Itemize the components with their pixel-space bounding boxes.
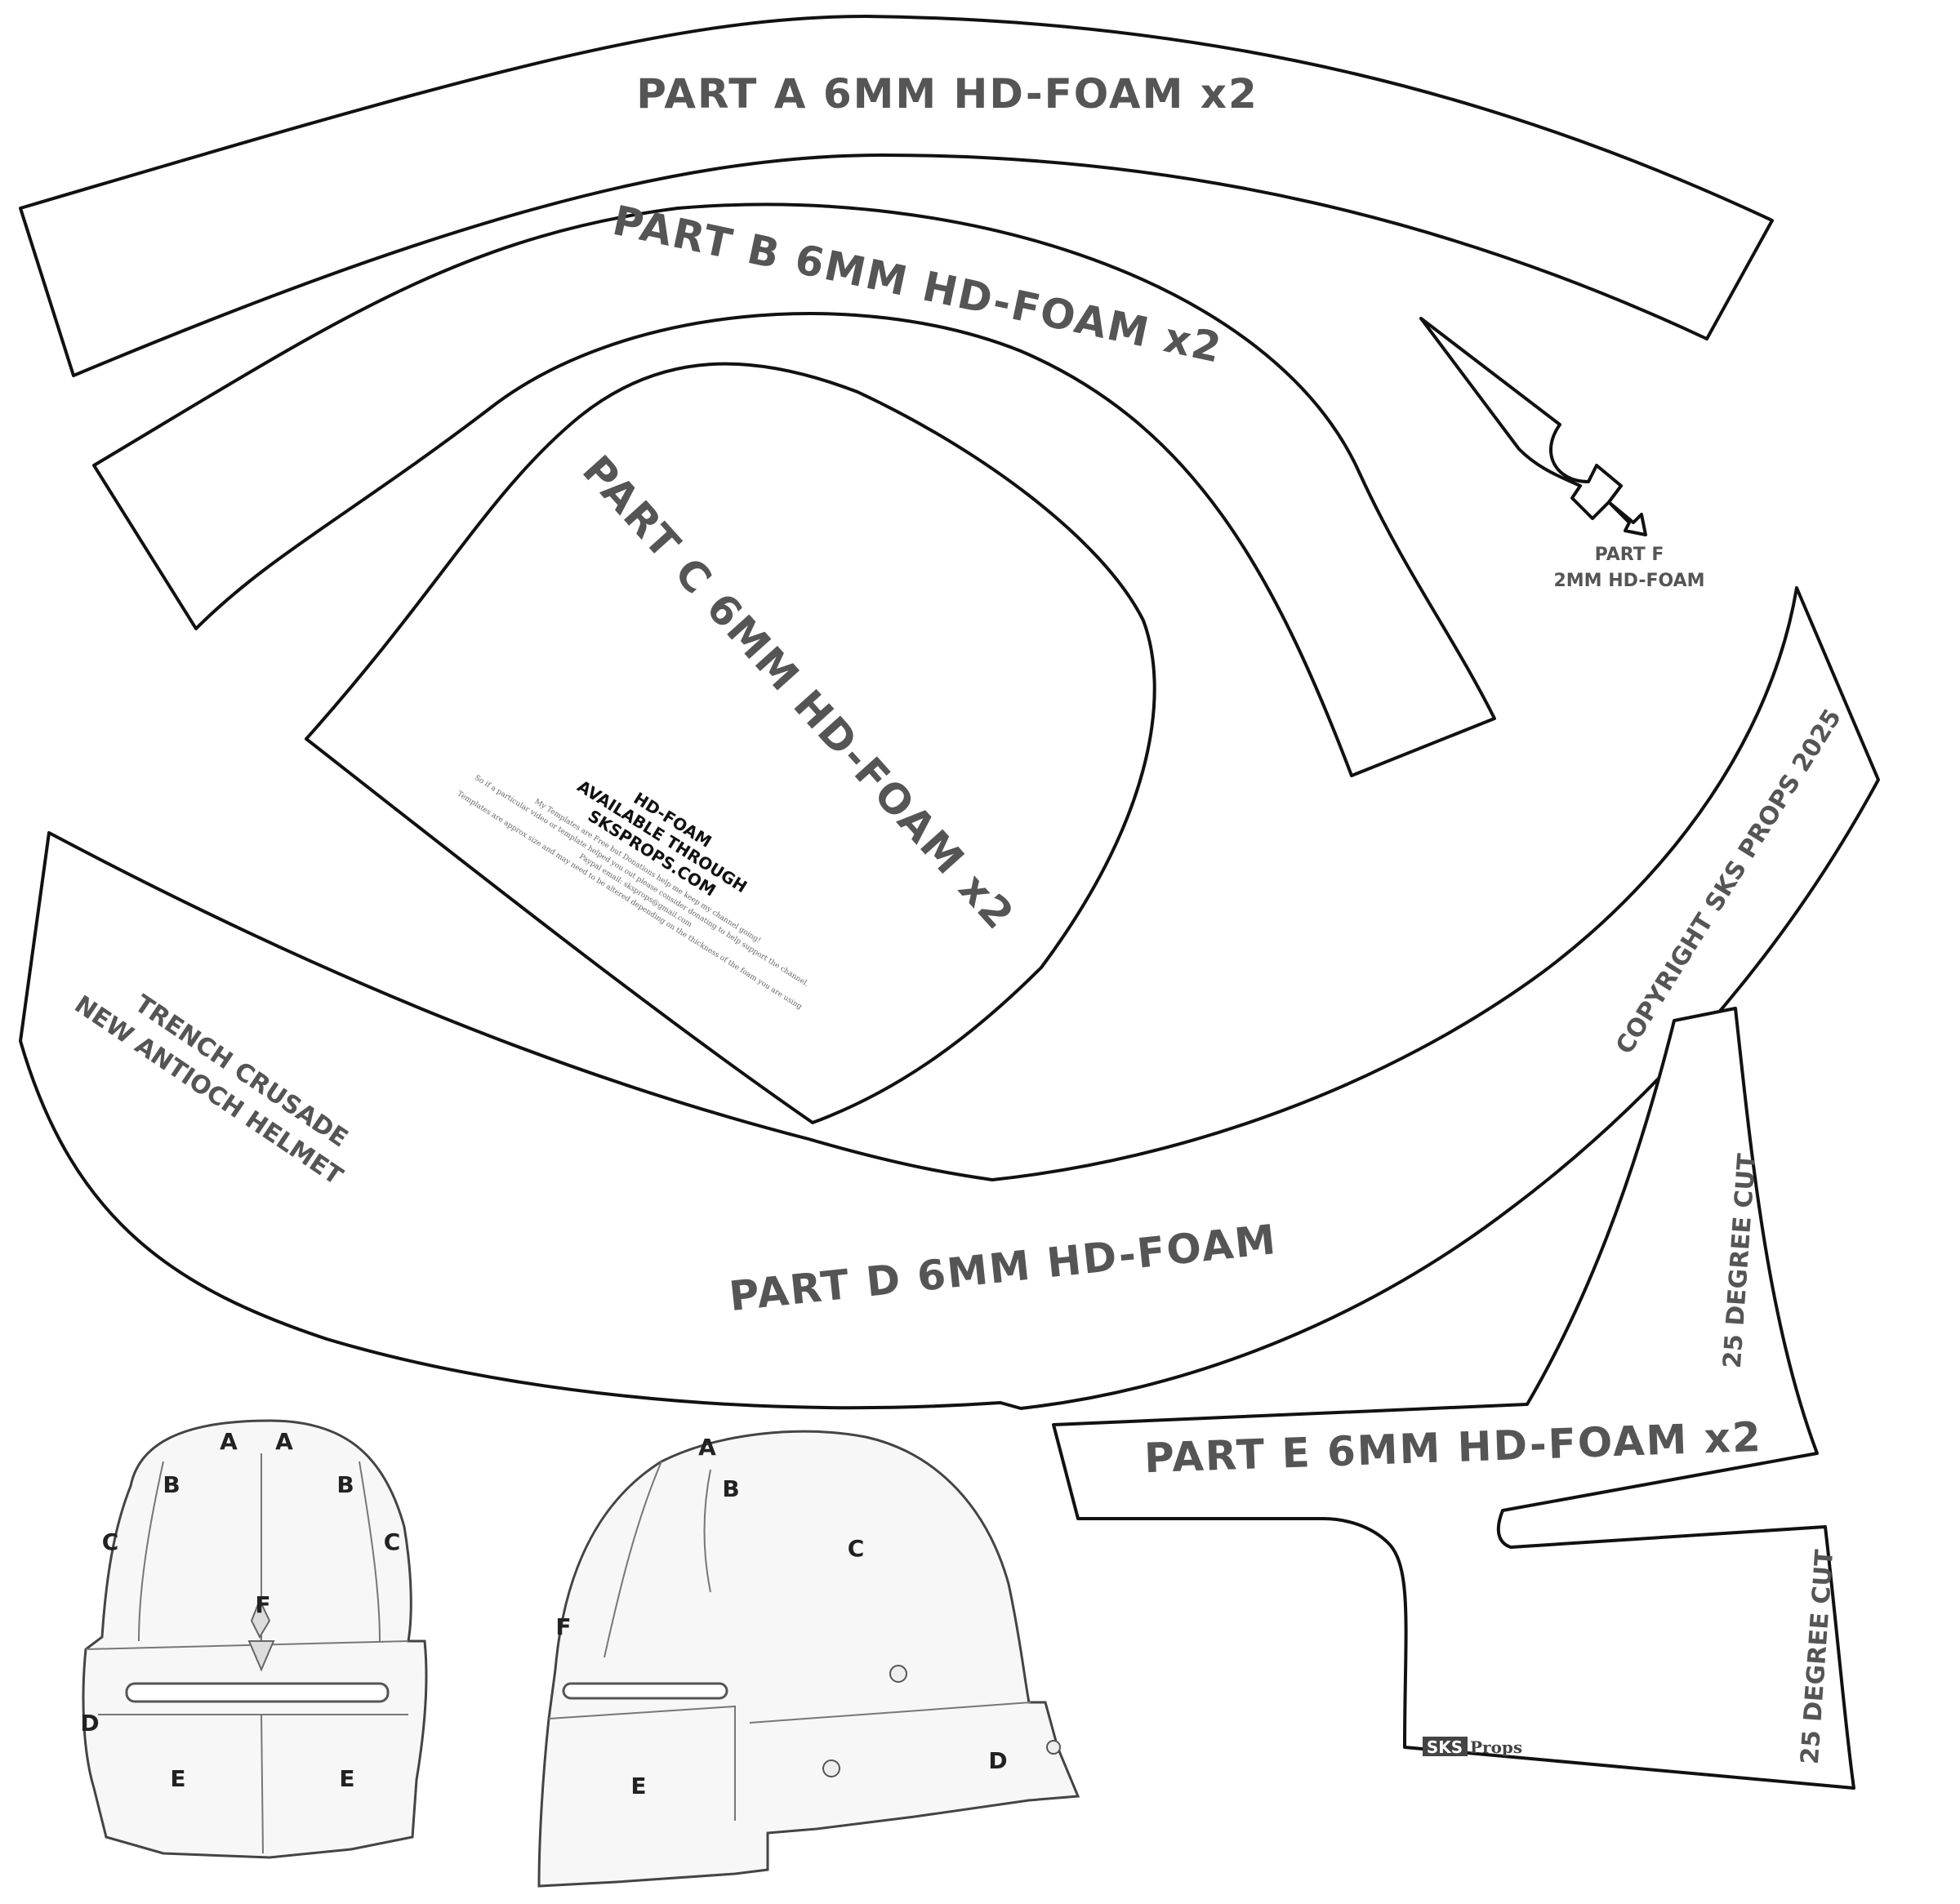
side-label-c: C (848, 1535, 865, 1562)
part-c-piece: PART C 6MM HD-FOAM x2 HD-FOAM AVAILABLE … (305, 362, 1156, 1124)
logo-box-text: SKS (1427, 1737, 1463, 1757)
part-e-piece: PART E 6MM HD-FOAM x2 25 DEGREE CUT 25 D… (1052, 1007, 1855, 1790)
side-label-e: E (630, 1773, 646, 1799)
front-label-d: D (80, 1710, 99, 1737)
front-label-b2: B (336, 1471, 354, 1498)
side-label-f: F (555, 1613, 571, 1640)
front-label-e1: E (170, 1765, 185, 1792)
part-f-piece: PART F 2MM HD-FOAM (1419, 317, 1705, 591)
sks-props-logo: SKS Props (1423, 1737, 1522, 1757)
helmet-front-view: A A B B C C F D E E (80, 1419, 428, 1859)
part-a-label: PART A 6MM HD-FOAM x2 (636, 70, 1258, 118)
front-label-a2: A (275, 1428, 293, 1455)
side-label-a: A (698, 1434, 716, 1461)
part-a-piece: PART A 6MM HD-FOAM x2 (19, 15, 1774, 377)
helmet-side-view: A B C F E D (537, 1430, 1080, 1888)
front-label-c1: C (102, 1528, 119, 1555)
part-f-label-line1: PART F (1595, 545, 1664, 565)
side-label-b: B (722, 1475, 739, 1502)
front-label-c2: C (384, 1528, 401, 1555)
front-label-b1: B (163, 1471, 180, 1498)
front-label-a1: A (220, 1428, 238, 1455)
front-label-e2: E (339, 1765, 354, 1792)
front-label-f: F (255, 1591, 270, 1618)
logo-text: Props (1470, 1737, 1522, 1757)
part-f-label-line2: 2MM HD-FOAM (1553, 571, 1704, 591)
side-label-d: D (988, 1747, 1007, 1774)
